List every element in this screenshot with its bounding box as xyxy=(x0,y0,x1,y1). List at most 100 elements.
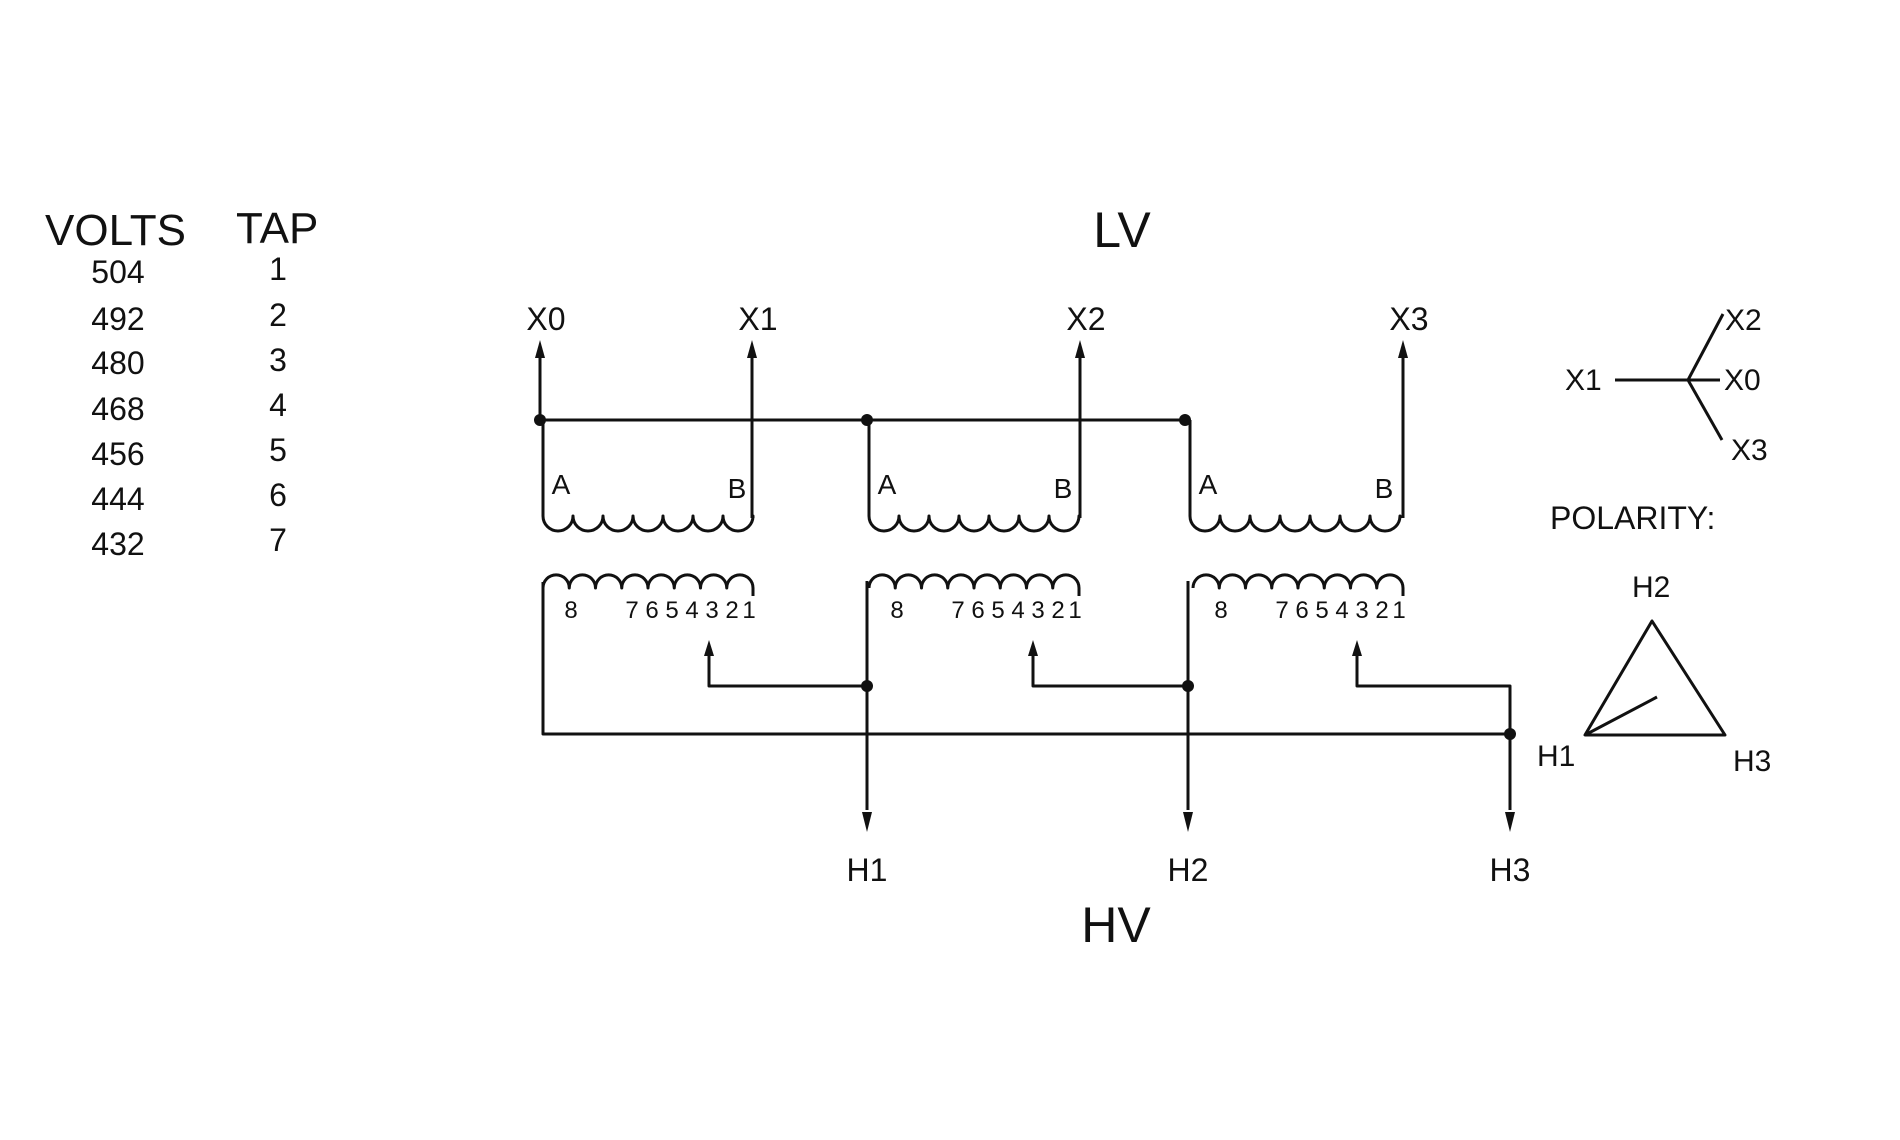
lv-terminal-label: X2 xyxy=(1066,301,1105,337)
secondary-winding xyxy=(1188,420,1402,533)
tap-number: 5 xyxy=(991,597,1004,624)
tap-number: 7 xyxy=(951,597,964,624)
volts-value: 468 xyxy=(91,391,144,427)
junction-dot xyxy=(1182,680,1194,692)
primary-winding xyxy=(867,573,1081,596)
coil-end-a: A xyxy=(1199,469,1218,500)
lv-label: LV xyxy=(1093,202,1151,258)
primary-winding xyxy=(1191,573,1405,596)
wye-label-x1: X1 xyxy=(1565,364,1602,397)
lv-arrow-x3 xyxy=(1398,340,1408,358)
wye-symbol: X1 X2 X0 X3 xyxy=(1565,304,1768,467)
volts-value: 444 xyxy=(91,481,144,517)
tap-number: 5 xyxy=(1315,597,1328,624)
tap-number: 4 xyxy=(1011,597,1024,624)
lv-arrow-x1 xyxy=(747,340,757,358)
tap-number: 1 xyxy=(1068,597,1081,624)
tap-number: 2 xyxy=(1375,597,1388,624)
hv-label: HV xyxy=(1081,897,1151,953)
junction-dot xyxy=(861,680,873,692)
tap-value: 5 xyxy=(269,432,287,468)
tap-number: 6 xyxy=(971,597,984,624)
tap-number: 5 xyxy=(665,597,678,624)
hv-arrow-h1 xyxy=(862,812,872,832)
junction-dot xyxy=(534,414,546,426)
volts-value: 504 xyxy=(91,254,144,290)
wye-arm-x3 xyxy=(1686,379,1724,441)
hv-arrow-h3 xyxy=(1505,812,1515,832)
tap-arrow-1 xyxy=(704,640,714,656)
junction-dot xyxy=(861,414,873,426)
delta-triangle xyxy=(1583,619,1727,737)
tap-number: 1 xyxy=(1392,597,1405,624)
volts-value: 432 xyxy=(91,526,144,562)
wye-label-x2: X2 xyxy=(1725,304,1762,337)
volts-header: VOLTS xyxy=(45,206,186,255)
secondary-winding xyxy=(541,420,755,533)
tap-number: 8 xyxy=(564,597,577,624)
tap-value: 6 xyxy=(269,477,287,513)
hv-terminal-label: H2 xyxy=(1168,852,1209,888)
tap-number: 2 xyxy=(725,597,738,624)
tap-number: 3 xyxy=(1355,597,1368,624)
hv-arrow-h2 xyxy=(1183,812,1193,832)
lv-terminal-label: X0 xyxy=(526,301,565,337)
hv-terminal-label: H3 xyxy=(1490,852,1531,888)
tap-arrow-3 xyxy=(1352,640,1362,656)
hv-terminal-label: H1 xyxy=(847,852,888,888)
coil-end-a: A xyxy=(552,469,571,500)
lv-arrow-x2 xyxy=(1075,340,1085,358)
tap-lead-1 xyxy=(707,655,867,688)
tap-number: 8 xyxy=(890,597,903,624)
coil-end-b: B xyxy=(1054,473,1073,504)
delta-label-h1: H1 xyxy=(1537,740,1575,773)
primary-winding xyxy=(541,573,755,596)
tap-lead-2 xyxy=(1031,655,1188,688)
volts-value: 492 xyxy=(91,301,144,337)
tap-number: 1 xyxy=(742,597,755,624)
lv-terminals: X0 X1 X2 X3 xyxy=(526,301,1429,518)
delta-symbol: H2 H1 H3 xyxy=(1537,571,1771,778)
tap-value: 4 xyxy=(269,387,287,423)
tap-number: 3 xyxy=(1031,597,1044,624)
secondary-winding xyxy=(867,420,1081,533)
wye-label-x3: X3 xyxy=(1731,434,1768,467)
tap-value: 7 xyxy=(269,522,287,558)
tap-number: 8 xyxy=(1214,597,1227,624)
tap-number: 2 xyxy=(1051,597,1064,624)
tap-value: 3 xyxy=(269,342,287,378)
coil-end-a: A xyxy=(878,469,897,500)
wye-label-x0: X0 xyxy=(1724,364,1761,397)
wye-arm-x2 xyxy=(1686,313,1725,381)
tap-number: 6 xyxy=(1295,597,1308,624)
tap-number: 3 xyxy=(705,597,718,624)
coil-end-b: B xyxy=(1375,473,1394,504)
tap-value: 2 xyxy=(269,297,287,333)
delta-label-h2: H2 xyxy=(1632,571,1670,604)
volts-value: 480 xyxy=(91,345,144,381)
lv-terminal-label: X1 xyxy=(738,301,777,337)
delta-polarity-mark xyxy=(1584,695,1658,737)
tap-lead-3 xyxy=(1355,655,1512,734)
tap-number: 7 xyxy=(1275,597,1288,624)
tap-number: 4 xyxy=(685,597,698,624)
polarity-title: POLARITY: xyxy=(1550,500,1715,536)
junction-dot xyxy=(1504,728,1516,740)
delta-label-h3: H3 xyxy=(1733,745,1771,778)
hv-terminals: H1 H2 H3 xyxy=(847,812,1531,888)
tap-number: 6 xyxy=(645,597,658,624)
junction-dot xyxy=(1179,414,1191,426)
tap-number: 7 xyxy=(625,597,638,624)
lv-arrow-x0 xyxy=(535,340,545,358)
lv-terminal-label: X3 xyxy=(1389,301,1428,337)
